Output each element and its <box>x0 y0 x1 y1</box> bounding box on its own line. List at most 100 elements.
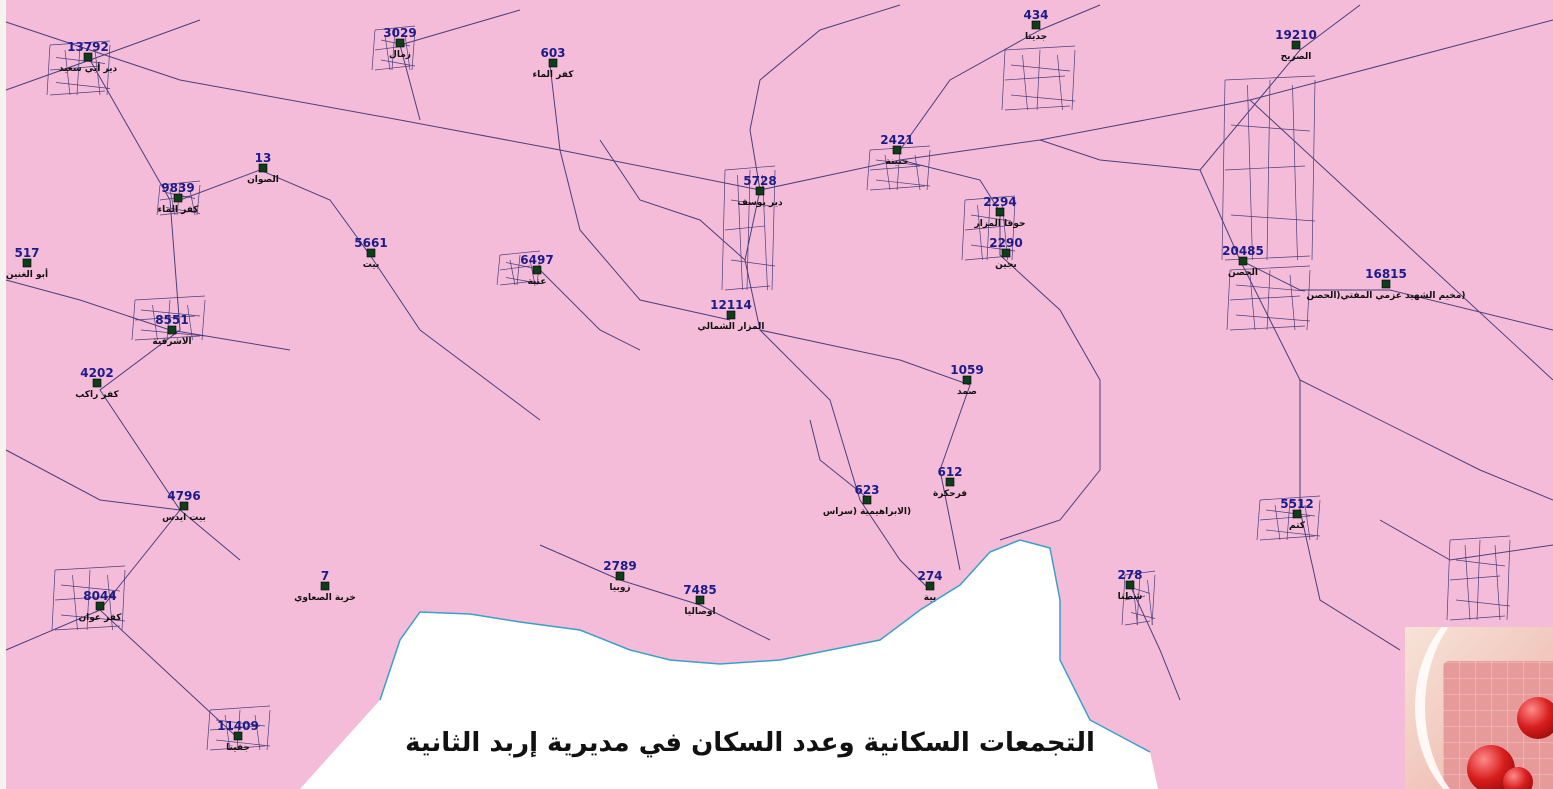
settlement-marker-icon[interactable] <box>615 571 625 581</box>
street-grid <box>46 40 111 96</box>
street-segment <box>187 304 193 341</box>
street-segment <box>516 254 521 286</box>
settlement-name-label: حوفا المزار <box>974 219 1026 229</box>
settlement-name-label: زوبيا <box>609 583 630 593</box>
settlement-marker-icon[interactable] <box>945 477 955 487</box>
settlement-marker-icon[interactable] <box>95 601 105 611</box>
settlement-marker-icon[interactable] <box>258 163 268 173</box>
settlement-name-label: كفر عوان <box>78 613 122 623</box>
street-segment <box>1256 499 1261 541</box>
swoosh-shape <box>1415 627 1553 789</box>
settlement-marker-icon[interactable] <box>366 248 376 258</box>
settlement-marker-icon[interactable] <box>925 581 935 591</box>
street-segment <box>869 165 921 171</box>
population-label: 20485 <box>1222 244 1264 258</box>
settlement[interactable]: 623(الابراهيمية (سراس <box>823 483 911 517</box>
settlement-marker-icon[interactable] <box>167 325 177 335</box>
settlement-marker-icon[interactable] <box>233 731 243 741</box>
settlement-marker-icon[interactable] <box>320 581 330 591</box>
street-grid <box>1001 45 1076 111</box>
population-label: 2421 <box>880 133 913 147</box>
settlement-marker-icon[interactable] <box>1381 279 1391 289</box>
settlement-marker-icon[interactable] <box>22 258 32 268</box>
street-segment <box>374 65 411 71</box>
street-segment <box>884 154 891 191</box>
settlement-marker-icon[interactable] <box>1291 40 1301 50</box>
settlement-marker-icon[interactable] <box>892 145 902 155</box>
population-label: 4202 <box>80 366 113 380</box>
street-segment <box>391 29 396 71</box>
road <box>5 609 101 651</box>
settlement[interactable]: 16815(مخيم الشهيد عزمي المفتي(الحصن <box>1307 267 1466 301</box>
street-segment <box>134 295 206 301</box>
settlement-marker-icon[interactable] <box>1125 580 1135 590</box>
settlement-name-label: جفيتا <box>226 743 250 753</box>
settlement-marker-icon[interactable] <box>1292 509 1302 519</box>
settlement-marker-icon[interactable] <box>995 207 1005 217</box>
street-segment <box>49 65 101 71</box>
street-segment <box>1289 274 1296 331</box>
settlement-name-label: كفر الماء <box>158 205 200 215</box>
settlement-marker-icon[interactable] <box>1238 256 1248 266</box>
settlement-marker-icon[interactable] <box>862 495 872 505</box>
street-grid <box>1446 535 1511 621</box>
settlement-name-label: بية <box>924 593 937 603</box>
map-title: التجمعات السكانية وعدد السكان في مديرية … <box>405 728 1095 758</box>
settlement[interactable]: 2789 زوبيا <box>603 559 636 593</box>
street-segment <box>134 315 196 321</box>
settlement-marker-icon[interactable] <box>532 265 542 275</box>
settlement-marker-icon[interactable] <box>179 501 189 511</box>
settlement-marker-icon[interactable] <box>755 186 765 196</box>
street-segment <box>1124 570 1156 576</box>
settlement-marker-icon[interactable] <box>1001 248 1011 258</box>
settlement-marker-icon[interactable] <box>83 52 93 62</box>
street-segment <box>72 574 78 631</box>
settlement-marker-icon[interactable] <box>1031 20 1041 30</box>
street-segment <box>961 199 966 261</box>
settlement-marker-icon[interactable] <box>962 375 972 385</box>
settlement-marker-icon[interactable] <box>395 38 405 48</box>
street-segment <box>1464 544 1471 621</box>
settlement-marker-icon[interactable] <box>548 58 558 68</box>
settlement-marker-icon[interactable] <box>92 378 102 388</box>
street-segment <box>746 169 751 291</box>
road <box>5 279 291 351</box>
street-segment <box>159 210 196 216</box>
settlement-name-label: أبو الغنين <box>6 268 48 280</box>
settlement-marker-icon[interactable] <box>695 595 705 605</box>
population-label: 2789 <box>603 559 636 573</box>
settlement-marker-icon[interactable] <box>173 193 183 203</box>
settlement-marker-icon[interactable] <box>726 310 736 320</box>
street-segment <box>64 49 71 96</box>
